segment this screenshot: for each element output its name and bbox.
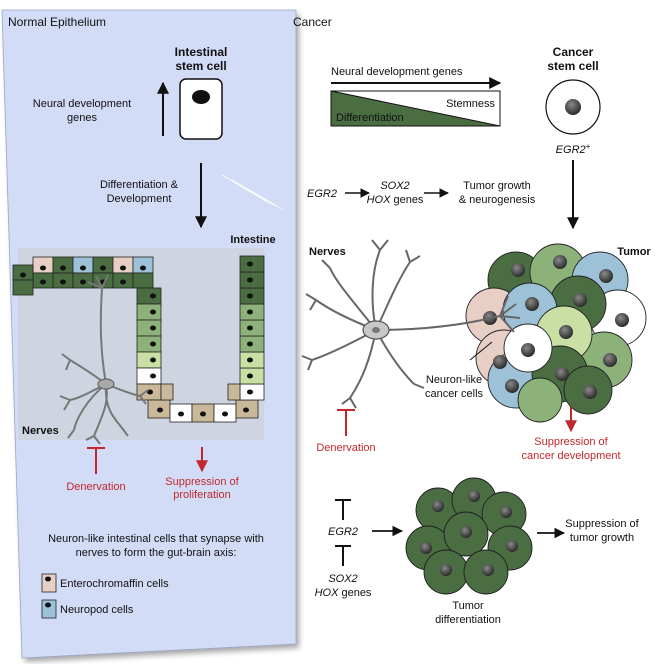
supp-growth-label-1: Suppression of [565,518,639,530]
left-neuron [59,274,149,445]
right-nerves-label: Nerves [309,246,346,258]
differentiation-label-1: Differentiation & [100,179,179,191]
neuron-like-label-1: Neuron-like [426,374,482,386]
egr2-inhibition-symbol [335,499,351,520]
right-suppression-label-2: cancer development [521,450,620,462]
right-denervation-label: Denervation [316,442,375,454]
hox-genes-label: HOX genes [367,194,424,206]
legend-np-swatch [41,599,57,619]
left-suppression-label-2: proliferation [173,489,230,501]
supp-growth-label-2: tumor growth [570,532,634,544]
legend-ec-swatch [41,573,57,593]
cancer-stem-cell [545,79,601,135]
neural-genes-right-label: Neural development genes [331,66,463,78]
differentiated-nuclei [420,490,518,576]
stem-cell-title-1: Intestinal [175,45,228,59]
tumor-cluster [465,243,647,423]
egr2-label: EGR2 [307,188,337,200]
egr2-bottom-label: EGR2 [328,526,358,538]
tumor-growth-label-2: & neurogenesis [459,194,536,206]
left-denervation-label: Denervation [66,481,125,493]
csc-title-1: Cancer [553,45,594,59]
tumor-diff-label-2: differentiation [435,614,501,626]
legend-title-2: nerves to form the gut-brain axis: [76,547,237,559]
right-neuron [301,239,521,409]
tumor-nuclei [483,255,629,399]
legend-ec-label: Enterochromaffin cells [60,578,169,590]
legend-np-label: Neuropod cells [60,604,134,616]
intestinal-stem-cell [179,78,223,140]
panel-title-normal: Normal Epithelium [8,15,106,29]
neural-genes-label-1: Neural development [33,98,131,110]
stemness-differentiation-gradient [330,90,501,127]
legend-title-1: Neuron-like intestinal cells that synaps… [48,533,264,545]
sox2-bottom-label: SOX2 [328,573,357,585]
tumor-growth-label-1: Tumor growth [463,180,530,192]
crypt-nuclei [20,261,253,417]
differentiation-label-2: Development [107,193,172,205]
sox2-inhibition-symbol [335,545,351,566]
stem-cell-title-2: stem cell [175,59,226,73]
neuron-like-pointer [469,341,493,361]
left-denervation-symbol [87,447,105,474]
right-denervation-symbol [337,409,355,436]
egr2-plus-label: EGR2+ [556,142,591,156]
tumor-label: Tumor [617,246,651,258]
intestine-label: Intestine [230,234,275,246]
left-nerves-label: Nerves [22,425,59,437]
csc-title-2: stem cell [547,59,598,73]
differentiation-right-label: Differentiation [336,112,404,124]
hox-bottom-label: HOX genes [315,587,372,599]
tumor-diff-label-1: Tumor [452,600,484,612]
left-suppression-label-1: Suppression of [165,476,239,488]
sox2-label: SOX2 [380,180,409,192]
panel-title-cancer: Cancer [293,15,332,29]
stemness-label: Stemness [446,98,495,110]
right-suppression-label-1: Suppression of [534,436,608,448]
neural-genes-label-2: genes [67,112,97,124]
neuron-like-label-2: cancer cells [425,388,484,400]
